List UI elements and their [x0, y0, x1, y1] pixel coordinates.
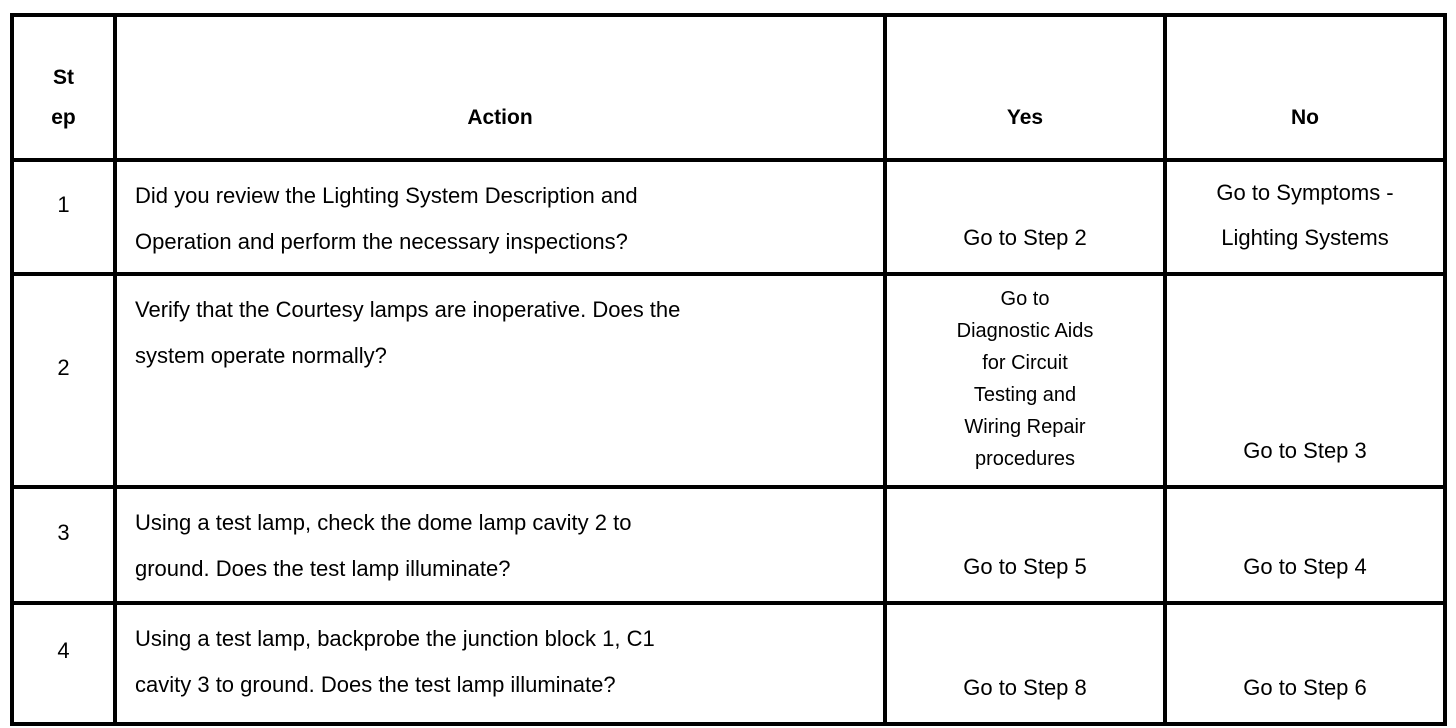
action-line: Verify that the Courtesy lamps are inope… — [135, 297, 681, 322]
table-row: 3 Using a test lamp, check the dome lamp… — [10, 485, 1447, 605]
action-cell: Did you review the Lighting System Descr… — [113, 158, 887, 276]
action-cell: Using a test lamp, backprobe the junctio… — [113, 601, 887, 726]
header-no: No — [1163, 13, 1447, 162]
header-step-line: St — [53, 66, 74, 89]
no-cell: Go to Step 3 — [1163, 272, 1447, 489]
action-cell: Using a test lamp, check the dome lamp c… — [113, 485, 887, 605]
step-cell: 3 — [10, 485, 117, 605]
action-cell: Verify that the Courtesy lamps are inope… — [113, 272, 887, 489]
no-line: Go to Symptoms - — [1216, 180, 1394, 205]
yes-line: for Circuit — [982, 352, 1068, 374]
header-action: Action — [113, 13, 887, 162]
yes-line: Testing and — [973, 384, 1077, 406]
action-line: system operate normally? — [135, 343, 387, 368]
yes-cell: Go to Step 2 — [883, 158, 1167, 276]
step-cell: 4 — [10, 601, 117, 726]
yes-line: Go to Step 8 — [963, 675, 1087, 700]
yes-cell: Go to Step 5 — [883, 485, 1167, 605]
step-cell: 1 — [10, 158, 117, 276]
table-header-row: St ep Action Yes No — [10, 13, 1447, 162]
yes-line: Go to Step 2 — [963, 225, 1087, 250]
header-step-line: ep — [51, 106, 76, 129]
no-line: Go to Step 3 — [1243, 438, 1367, 463]
yes-line: Go to — [1000, 288, 1050, 310]
no-line: Lighting Systems — [1221, 225, 1389, 250]
diagnostic-table: St ep Action Yes No 1 Did you review the… — [10, 13, 1447, 726]
action-line: Operation and perform the necessary insp… — [135, 229, 628, 254]
header-step: St ep — [10, 13, 117, 162]
action-line: ground. Does the test lamp illuminate? — [135, 556, 511, 581]
yes-cell: Go to Diagnostic Aids for Circuit Testin… — [883, 272, 1167, 489]
step-cell: 2 — [10, 272, 117, 489]
no-cell: Go to Symptoms - Lighting Systems — [1163, 158, 1447, 276]
no-line: Go to Step 6 — [1243, 675, 1367, 700]
no-cell: Go to Step 6 — [1163, 601, 1447, 726]
table-row: 2 Verify that the Courtesy lamps are ino… — [10, 272, 1447, 489]
action-line: Using a test lamp, backprobe the junctio… — [135, 626, 655, 651]
action-line: Using a test lamp, check the dome lamp c… — [135, 510, 632, 535]
table-row: 4 Using a test lamp, backprobe the junct… — [10, 601, 1447, 726]
yes-line: Diagnostic Aids — [956, 320, 1094, 342]
no-line: Go to Step 4 — [1243, 554, 1367, 579]
action-line: Did you review the Lighting System Descr… — [135, 183, 638, 208]
yes-line: Wiring Repair — [964, 416, 1086, 438]
no-cell: Go to Step 4 — [1163, 485, 1447, 605]
table-row: 1 Did you review the Lighting System Des… — [10, 158, 1447, 276]
yes-line: procedures — [974, 448, 1076, 470]
yes-cell: Go to Step 8 — [883, 601, 1167, 726]
action-line: cavity 3 to ground. Does the test lamp i… — [135, 672, 616, 697]
yes-line: Go to Step 5 — [963, 554, 1087, 579]
header-yes: Yes — [883, 13, 1167, 162]
